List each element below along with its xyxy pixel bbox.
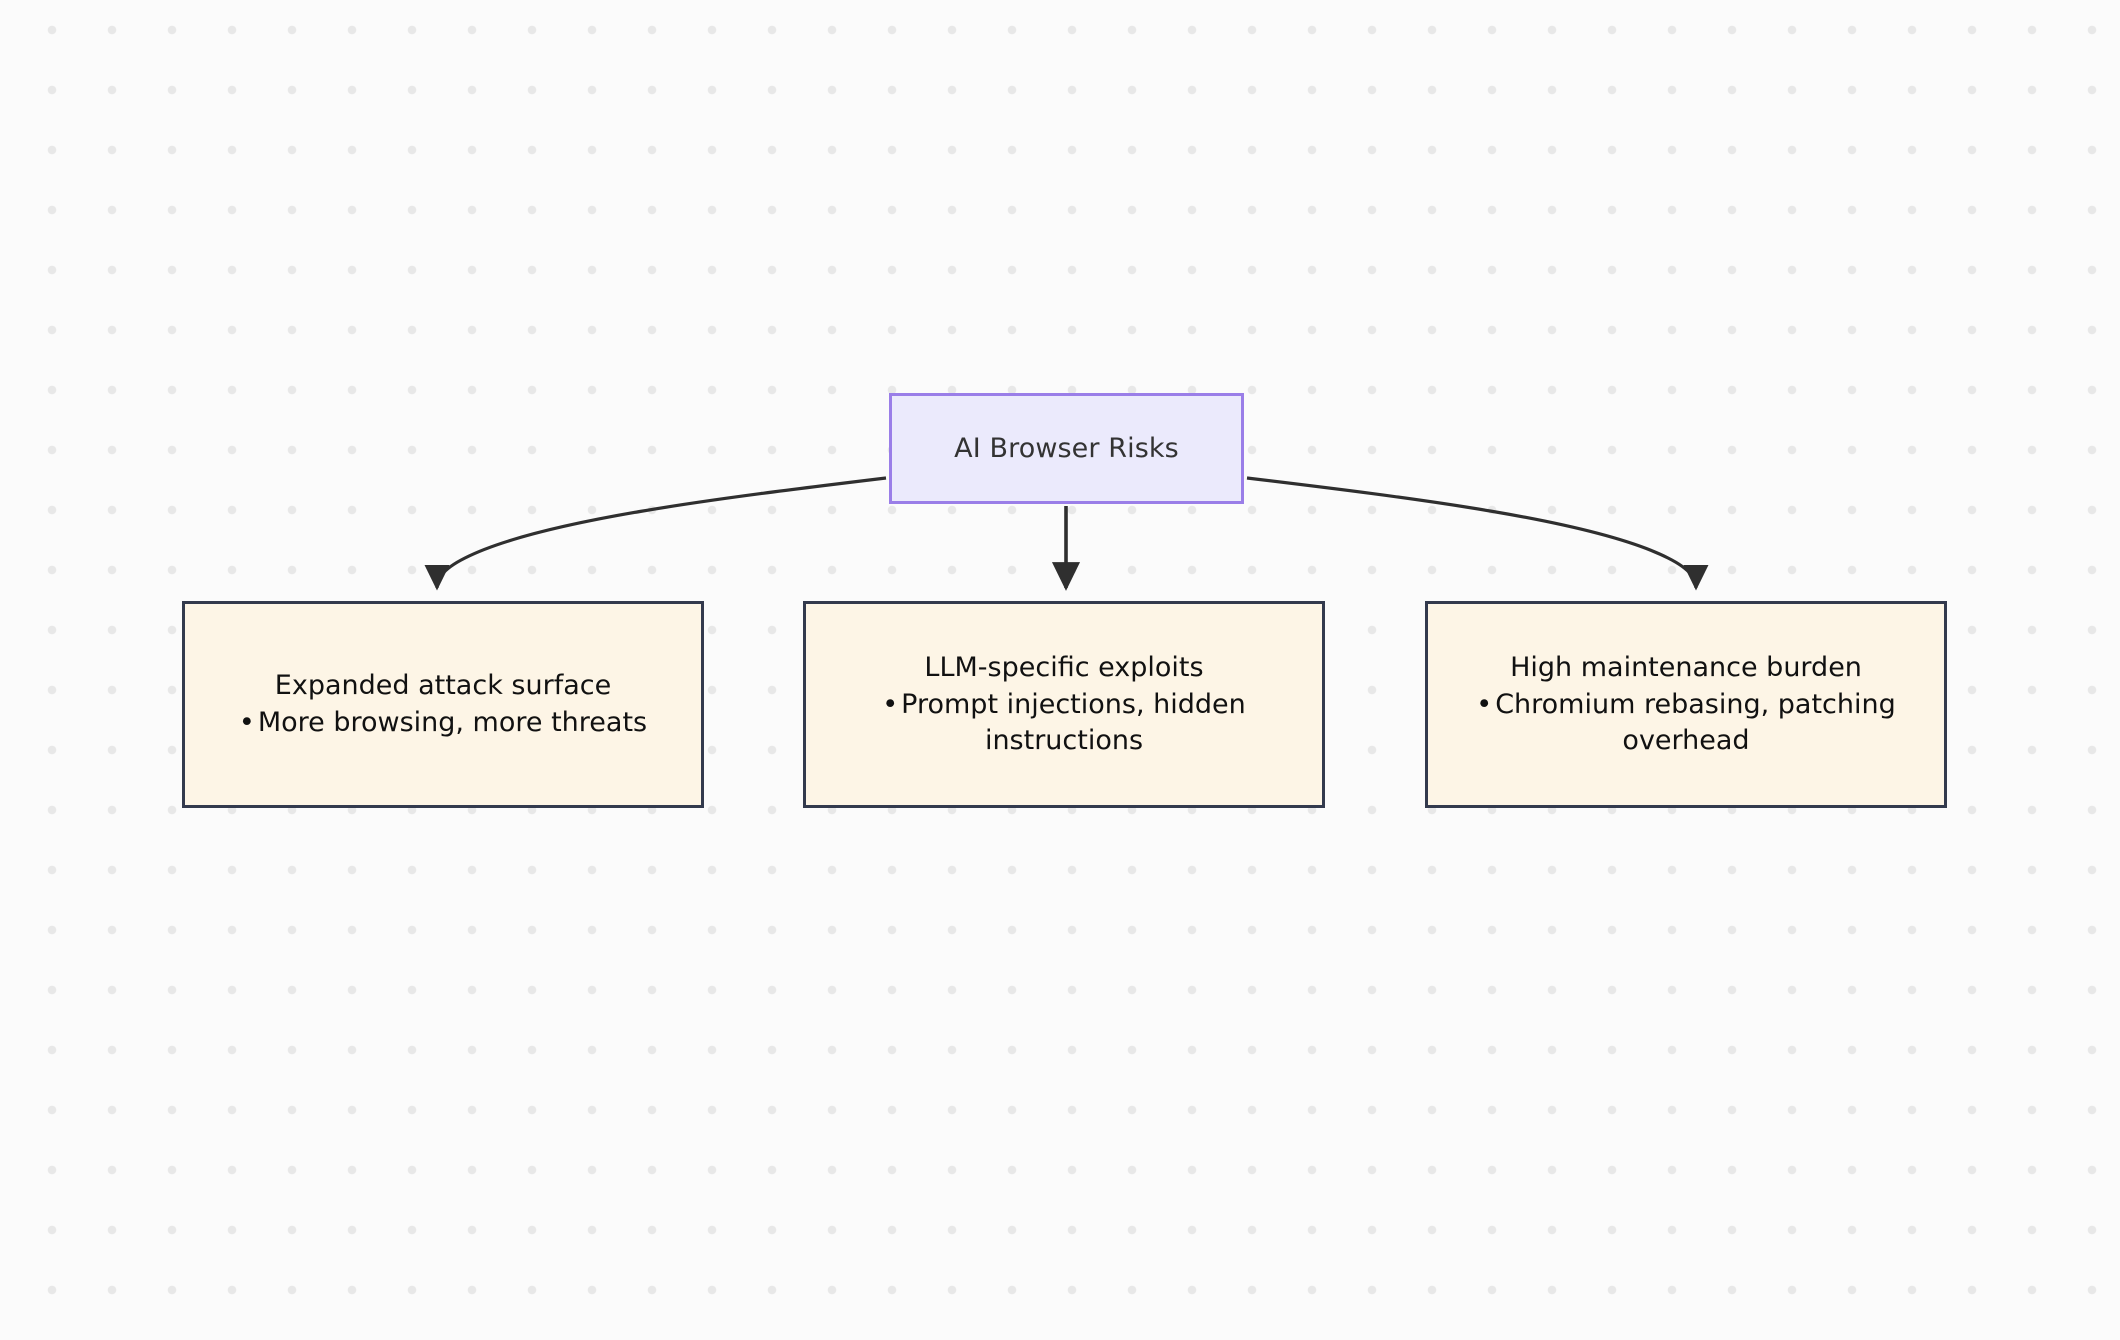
node-expanded-attack-surface[interactable]: Expanded attack surface •More browsing, … bbox=[182, 601, 704, 808]
node-title: AI Browser Risks bbox=[954, 432, 1179, 464]
node-bullet-list: •More browsing, more threats bbox=[239, 705, 647, 741]
list-item: •Prompt injections, hidden instructions bbox=[854, 687, 1274, 759]
edge-root-to-high-maintenance-burden bbox=[1246, 476, 1709, 591]
bullet-text: Chromium rebasing, patching overhead bbox=[1495, 689, 1896, 756]
node-high-maintenance-burden[interactable]: High maintenance burden •Chromium rebasi… bbox=[1425, 601, 1947, 808]
node-title: High maintenance burden bbox=[1510, 652, 1862, 684]
list-item: •Chromium rebasing, patching overhead bbox=[1476, 687, 1896, 759]
node-title: Expanded attack surface bbox=[274, 670, 612, 702]
bullet-icon: • bbox=[1476, 689, 1493, 721]
bullet-icon: • bbox=[882, 689, 899, 721]
bullet-text: More browsing, more threats bbox=[257, 707, 648, 738]
node-llm-specific-exploits[interactable]: LLM-specific exploits •Prompt injections… bbox=[803, 601, 1325, 808]
node-ai-browser-risks[interactable]: AI Browser Risks bbox=[889, 393, 1244, 504]
edge-root-to-expanded-attack-surface bbox=[424, 476, 887, 591]
node-bullet-list: •Prompt injections, hidden instructions bbox=[854, 687, 1274, 759]
node-bullet-list: •Chromium rebasing, patching overhead bbox=[1476, 687, 1896, 759]
node-title: LLM-specific exploits bbox=[924, 652, 1204, 684]
bullet-text: Prompt injections, hidden instructions bbox=[901, 689, 1246, 756]
list-item: •More browsing, more threats bbox=[239, 705, 647, 741]
bullet-icon: • bbox=[238, 707, 255, 738]
